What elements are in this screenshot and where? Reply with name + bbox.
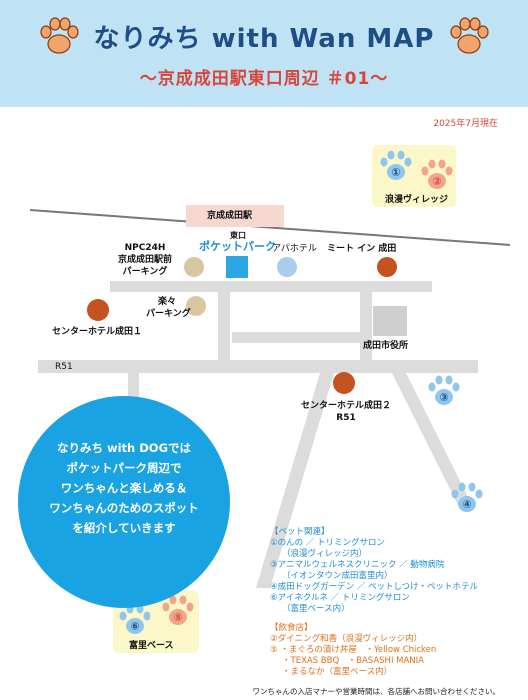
roads xyxy=(38,281,478,588)
promo-line: ワンちゃんのためのスポット xyxy=(49,501,199,515)
apa-hotel-pin xyxy=(277,257,297,277)
npc-parking-label-line: NPC24H xyxy=(124,243,166,253)
list-item: ③アニマルウェルネスクリニック ／ 動物病院 xyxy=(270,560,445,570)
paw-icon xyxy=(450,17,489,54)
meat-inn-label: ミート イン 成田 xyxy=(327,244,397,254)
raku-parking-label-line: パーキング xyxy=(146,309,191,319)
apa-hotel-label: アパホテル xyxy=(272,244,317,254)
npc-parking-label-line: 京成成田駅前 xyxy=(117,255,172,265)
promo-line: ワンちゃんと楽しめる＆ xyxy=(60,481,188,495)
npc-parking-label: NPC24H 京成成田駅前 パーキング xyxy=(114,242,176,278)
list-item: （富里ベース内） xyxy=(282,604,350,614)
road-vertical-right xyxy=(360,292,372,360)
paw-number-3: ③ xyxy=(439,391,448,404)
pet-list: 【ペット関連】 ①のんの ／ トリミングサロン （浪漫ヴィレッジ内） ③アニマル… xyxy=(270,527,478,615)
paw-4-icon xyxy=(451,482,483,512)
center-hotel-1-pin xyxy=(87,299,109,321)
npc-parking-label-line: パーキング xyxy=(122,267,168,277)
raku-parking-label: 楽々 パーキング xyxy=(146,296,191,320)
center-hotel-2-label-line: センターホテル成田２ xyxy=(300,401,391,411)
area-label-fuji: 富里ベース xyxy=(129,641,174,651)
date-stamp: 2025年7月現在 xyxy=(433,119,498,129)
road-diagonal-left xyxy=(256,373,334,588)
road-stub-left xyxy=(128,373,139,411)
promo-line: を紹介していきます xyxy=(72,521,176,535)
promo-line: ポケットパーク周辺で xyxy=(66,461,182,475)
footer-note: ワンちゃんの入店マナーや営業時間は、各店舗へお問い合わせください。 xyxy=(252,687,501,696)
paw-5-icon xyxy=(162,595,194,625)
center-hotel-2-label: センターホテル成田２ R51 xyxy=(300,400,392,424)
page-subtitle: 〜京成成田駅東口周辺 ＃01〜 xyxy=(139,69,389,89)
raku-parking-label-line: 楽々 xyxy=(157,297,176,307)
pocket-park-label: ポケットパーク xyxy=(199,240,276,253)
east-exit-label: 東口 xyxy=(230,231,246,240)
raku-parking-pin xyxy=(186,296,206,316)
paw-number-5: ⑤ xyxy=(173,611,182,624)
list-item: ⑤ ・まぐろの漬け丼屋 ・Yellow Chicken xyxy=(270,645,437,655)
list-item: ・まるなか（富里ベース内） xyxy=(282,667,393,677)
food-list-heading: 【飲食店】 xyxy=(270,623,313,633)
page-title: なりみち with Wan MAP xyxy=(93,24,435,54)
center-hotel-2-pin xyxy=(333,372,355,394)
area-label-urawa: 浪漫ヴィレッジ xyxy=(385,195,449,205)
list-item: ⑥アイネクルネ ／ トリミングサロン xyxy=(270,593,410,603)
road-horizontal-mid xyxy=(232,332,360,343)
paw-number-4: ④ xyxy=(462,498,471,511)
list-item: （浪漫ヴィレッジ内） xyxy=(282,549,368,559)
paw-6-icon xyxy=(119,604,151,634)
city-hall-label: 成田市役所 xyxy=(363,341,409,351)
center-hotel-2-label-line: R51 xyxy=(336,413,356,423)
road-horizontal-top xyxy=(110,281,432,292)
paw-number-2: ② xyxy=(432,175,441,188)
pocket-park-marker xyxy=(226,256,248,278)
npc-parking-pin xyxy=(184,257,204,277)
paw-number-1: ① xyxy=(391,166,400,179)
paw-icon xyxy=(40,17,79,54)
paw-3-icon xyxy=(428,375,460,405)
station-box xyxy=(186,205,284,227)
list-item: ②ダイニング和香（浪漫ヴィレッジ内） xyxy=(270,634,423,644)
meat-inn-pin xyxy=(377,257,397,277)
list-item: ④成田ドッグガーデン ／ ペットしつけ・ペットホテル xyxy=(270,582,479,592)
city-hall-building xyxy=(373,306,407,336)
promo-circle: なりみち with DOGでは ポケットパーク周辺で ワンちゃんと楽しめる＆ ワ… xyxy=(18,396,230,608)
paw-1-icon xyxy=(380,150,412,180)
paw-2-icon xyxy=(421,159,453,189)
list-item: ①のんの ／ トリミングサロン xyxy=(270,538,386,548)
r51-label: R51 xyxy=(55,362,73,372)
road-vertical-mid xyxy=(218,292,230,360)
paw-number-6: ⑥ xyxy=(130,620,139,633)
road-r51 xyxy=(38,360,478,373)
list-item: （イオンタウン成田富里内） xyxy=(282,571,393,581)
promo-line: なりみち with DOGでは xyxy=(56,441,192,455)
station-label: 京成成田駅 xyxy=(207,211,253,221)
list-item: ・TEXAS BBQ ・BASASHI MANIA xyxy=(282,656,424,666)
center-hotel-1-label: センターホテル成田１ xyxy=(52,327,143,337)
railway-line xyxy=(29,209,511,246)
pet-list-heading: 【ペット関連】 xyxy=(270,527,330,537)
road-diagonal-right xyxy=(392,373,472,505)
header-banner: なりみち with Wan MAP 〜京成成田駅東口周辺 ＃01〜 xyxy=(0,0,528,107)
food-list: 【飲食店】 ②ダイニング和香（浪漫ヴィレッジ内） ⑤ ・まぐろの漬け丼屋 ・Ye… xyxy=(270,623,436,678)
